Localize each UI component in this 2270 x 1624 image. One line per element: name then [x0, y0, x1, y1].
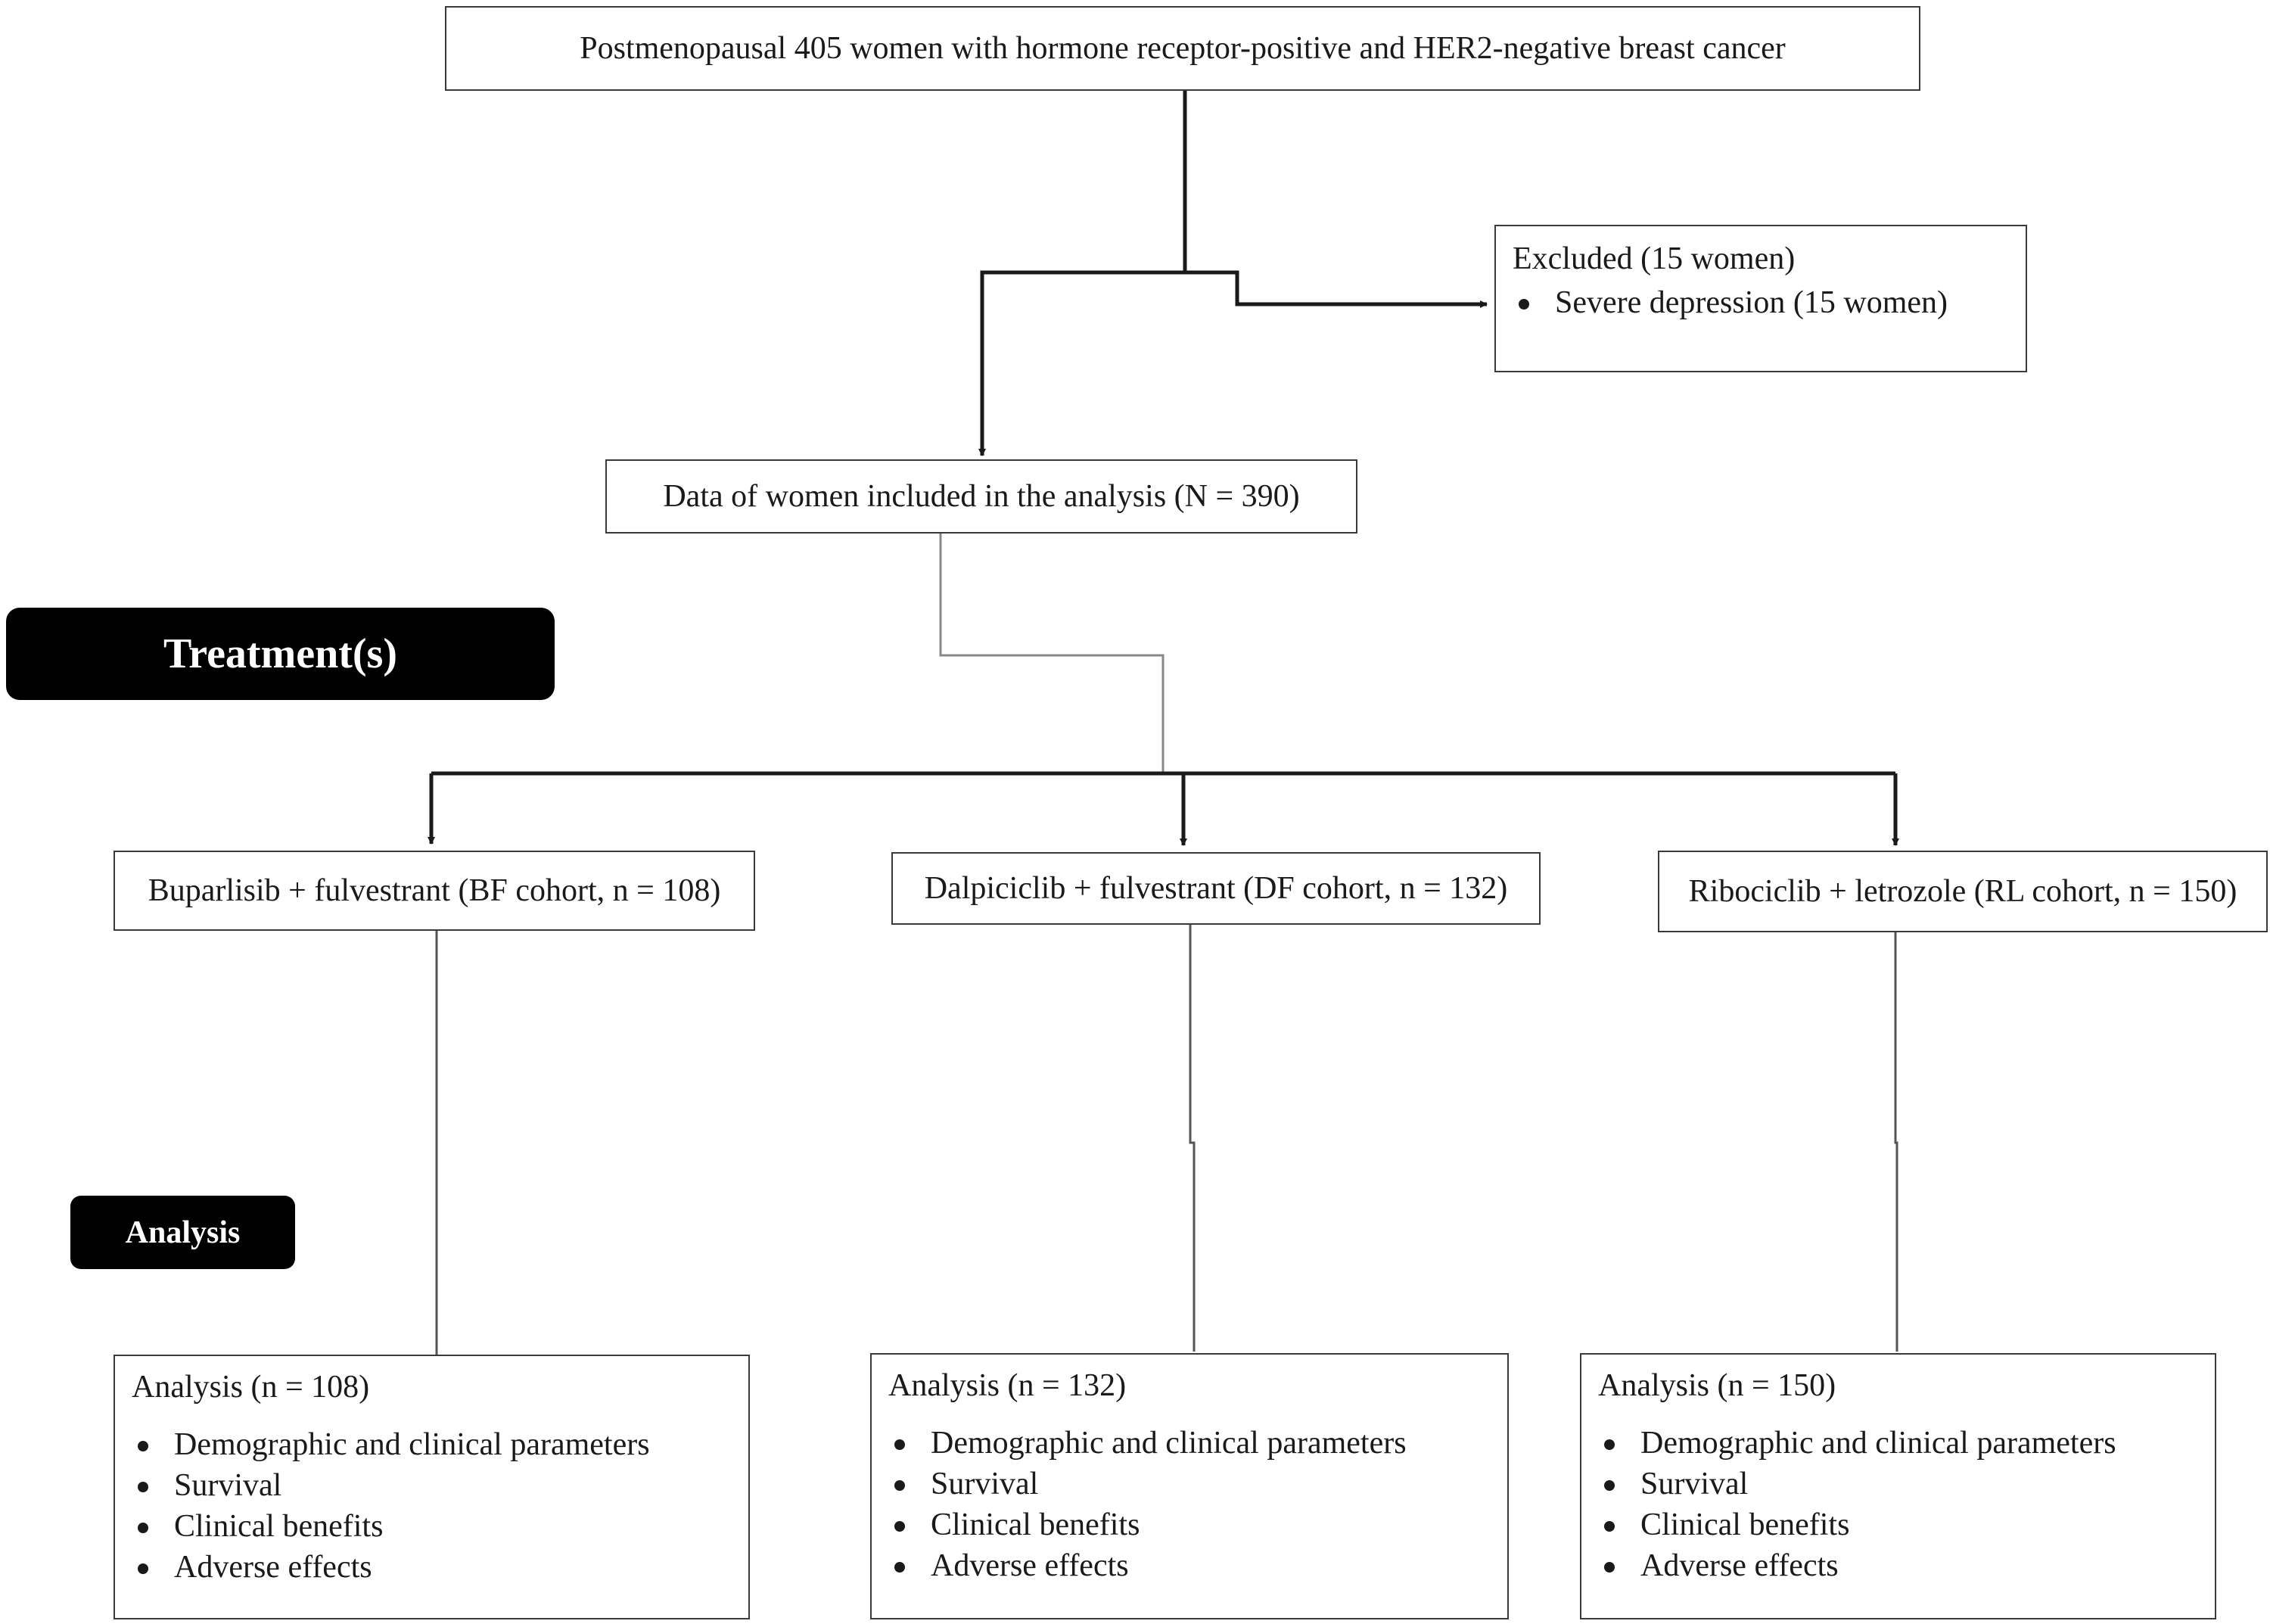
excluded-reasons: Severe depression (15 women): [1513, 282, 1948, 323]
cohort-box-rl: Ribociclib + letrozole (RL cohort, n = 1…: [1658, 851, 2268, 932]
analysis-item: Clinical benefits: [132, 1506, 650, 1547]
analysis-box-df: Analysis (n = 132) Demographic and clini…: [870, 1353, 1509, 1619]
analysis-list-df: Demographic and clinical parameters Surv…: [888, 1423, 1407, 1586]
analysis-item: Demographic and clinical parameters: [888, 1423, 1407, 1464]
cohort-box-df: Dalpiciclib + fulvestrant (DF cohort, n …: [891, 852, 1541, 925]
treatment-section-label: Treatment(s): [6, 608, 555, 700]
analysis-item: Adverse effects: [132, 1547, 650, 1588]
analysis-item: Demographic and clinical parameters: [1598, 1423, 2116, 1464]
connector-df-to-analysis: [1189, 923, 1196, 1352]
analysis-list-bf: Demographic and clinical parameters Surv…: [132, 1424, 650, 1588]
analysis-item: Survival: [132, 1465, 650, 1506]
connector-included-to-branch: [939, 534, 1165, 773]
top-population-box: Postmenopausal 405 women with hormone re…: [445, 6, 1920, 91]
excluded-box: Excluded (15 women) Severe depression (1…: [1494, 225, 2027, 372]
included-box: Data of women included in the analysis (…: [605, 459, 1357, 534]
cohort-label-df: Dalpiciclib + fulvestrant (DF cohort, n …: [924, 871, 1508, 906]
analysis-item: Clinical benefits: [888, 1504, 1407, 1545]
cohort-label-bf: Buparlisib + fulvestrant (BF cohort, n =…: [148, 873, 721, 908]
analysis-title-df: Analysis (n = 132): [888, 1368, 1127, 1403]
analysis-title-bf: Analysis (n = 108): [132, 1370, 370, 1405]
arrow-to-included: [978, 270, 1185, 456]
analysis-item: Clinical benefits: [1598, 1504, 2116, 1545]
analysis-title-rl: Analysis (n = 150): [1598, 1368, 1836, 1403]
cohort-box-bf: Buparlisib + fulvestrant (BF cohort, n =…: [114, 851, 755, 931]
top-population-text: Postmenopausal 405 women with hormone re…: [580, 31, 1786, 66]
analysis-item: Adverse effects: [1598, 1545, 2116, 1586]
excluded-reason-item: Severe depression (15 women): [1513, 282, 1948, 323]
cohort-label-rl: Ribociclib + letrozole (RL cohort, n = 1…: [1688, 874, 2237, 909]
excluded-title: Excluded (15 women): [1513, 241, 1796, 276]
analysis-list-rl: Demographic and clinical parameters Surv…: [1598, 1423, 2116, 1586]
analysis-label-text: Analysis: [125, 1215, 241, 1250]
analysis-item: Survival: [1598, 1464, 2116, 1504]
arrow-to-excluded: [1185, 270, 1488, 308]
analysis-box-rl: Analysis (n = 150) Demographic and clini…: [1580, 1353, 2216, 1619]
analysis-section-label: Analysis: [70, 1196, 295, 1269]
connector-rl-to-analysis: [1894, 932, 1898, 1352]
treatment-label-text: Treatment(s): [163, 630, 397, 677]
included-text: Data of women included in the analysis (…: [663, 479, 1300, 514]
analysis-item: Survival: [888, 1464, 1407, 1504]
analysis-item: Demographic and clinical parameters: [132, 1424, 650, 1465]
analysis-box-bf: Analysis (n = 108) Demographic and clini…: [114, 1355, 750, 1619]
analysis-item: Adverse effects: [888, 1545, 1407, 1586]
